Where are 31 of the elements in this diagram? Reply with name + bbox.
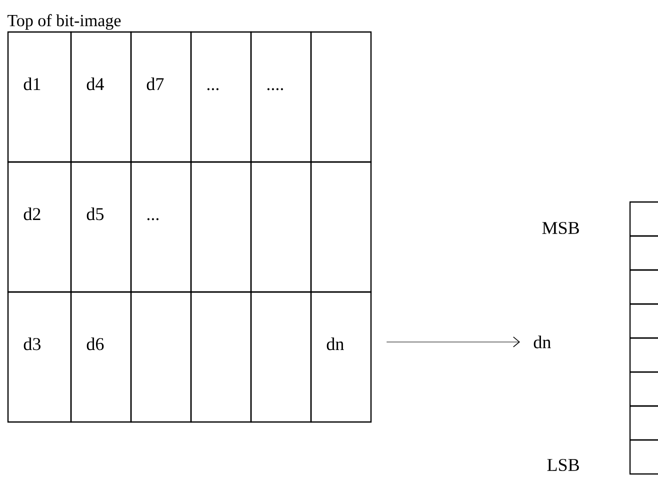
grid-cell xyxy=(130,291,192,423)
grid-cell: dn xyxy=(310,291,372,423)
grid-cell: d3 xyxy=(7,291,72,423)
grid-cell: d4 xyxy=(70,31,132,163)
grid-cell xyxy=(250,161,312,293)
bit-cell xyxy=(629,337,658,373)
grid-cell: d7 xyxy=(130,31,192,163)
bit-cell xyxy=(629,303,658,339)
arrow xyxy=(386,336,520,348)
grid-cell: ... xyxy=(190,31,252,163)
bit-cell xyxy=(629,235,658,271)
grid-cell: .... xyxy=(250,31,312,163)
bit-cell xyxy=(629,405,658,441)
grid-cell xyxy=(310,161,372,293)
grid-cell: d5 xyxy=(70,161,132,293)
grid-cell xyxy=(310,31,372,163)
grid-cell xyxy=(250,291,312,423)
bit-cell xyxy=(629,201,658,237)
data-label: dn xyxy=(534,336,551,348)
grid-cell xyxy=(190,161,252,293)
bit-cell xyxy=(629,439,658,475)
grid-cell xyxy=(190,291,252,423)
grid-cell: d2 xyxy=(7,161,72,293)
grid-cell: d1 xyxy=(7,31,72,163)
grid-cell: d6 xyxy=(70,291,132,423)
grid-cell: ... xyxy=(130,161,192,293)
bit-label: MSB xyxy=(542,222,579,234)
bit-cell xyxy=(629,269,658,305)
bit-cell xyxy=(629,371,658,407)
heading: Top of bit-image xyxy=(8,14,121,30)
bit-label: LSB xyxy=(547,458,579,472)
